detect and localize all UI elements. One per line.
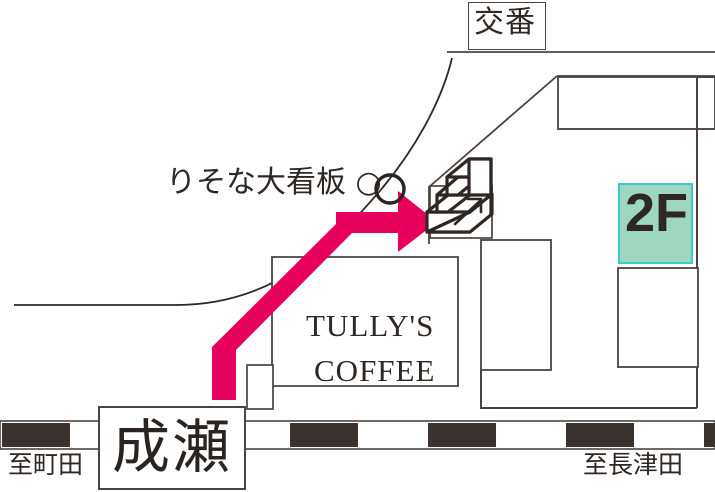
route-arrow-icon (212, 191, 437, 400)
tullys-label-line1: TULLY'S (306, 308, 435, 343)
building-top-right (557, 76, 715, 130)
koban-label: 交番 (474, 5, 536, 40)
circle-marker-icon (374, 173, 406, 205)
risona-signboard-label: りそな大看板 ○ (166, 165, 382, 200)
building-lower-right (617, 267, 699, 368)
tullys-label-line2: COFFEE (314, 353, 436, 388)
direction-label-right: 至長津田 (583, 450, 684, 479)
koban-label-box (468, 2, 546, 50)
road-main-curve (14, 57, 453, 306)
stairs-icon (425, 157, 494, 234)
station-label: 成瀬 (112, 413, 233, 481)
floor-badge-label: 2F (625, 183, 689, 243)
floor-badge-2f (618, 183, 693, 264)
building-center-tall (480, 239, 552, 371)
direction-label-left: 至町田 (8, 450, 84, 479)
road-network (14, 51, 715, 306)
station-box (98, 406, 246, 490)
building-small-left (246, 364, 274, 410)
buildings-right (480, 76, 715, 409)
